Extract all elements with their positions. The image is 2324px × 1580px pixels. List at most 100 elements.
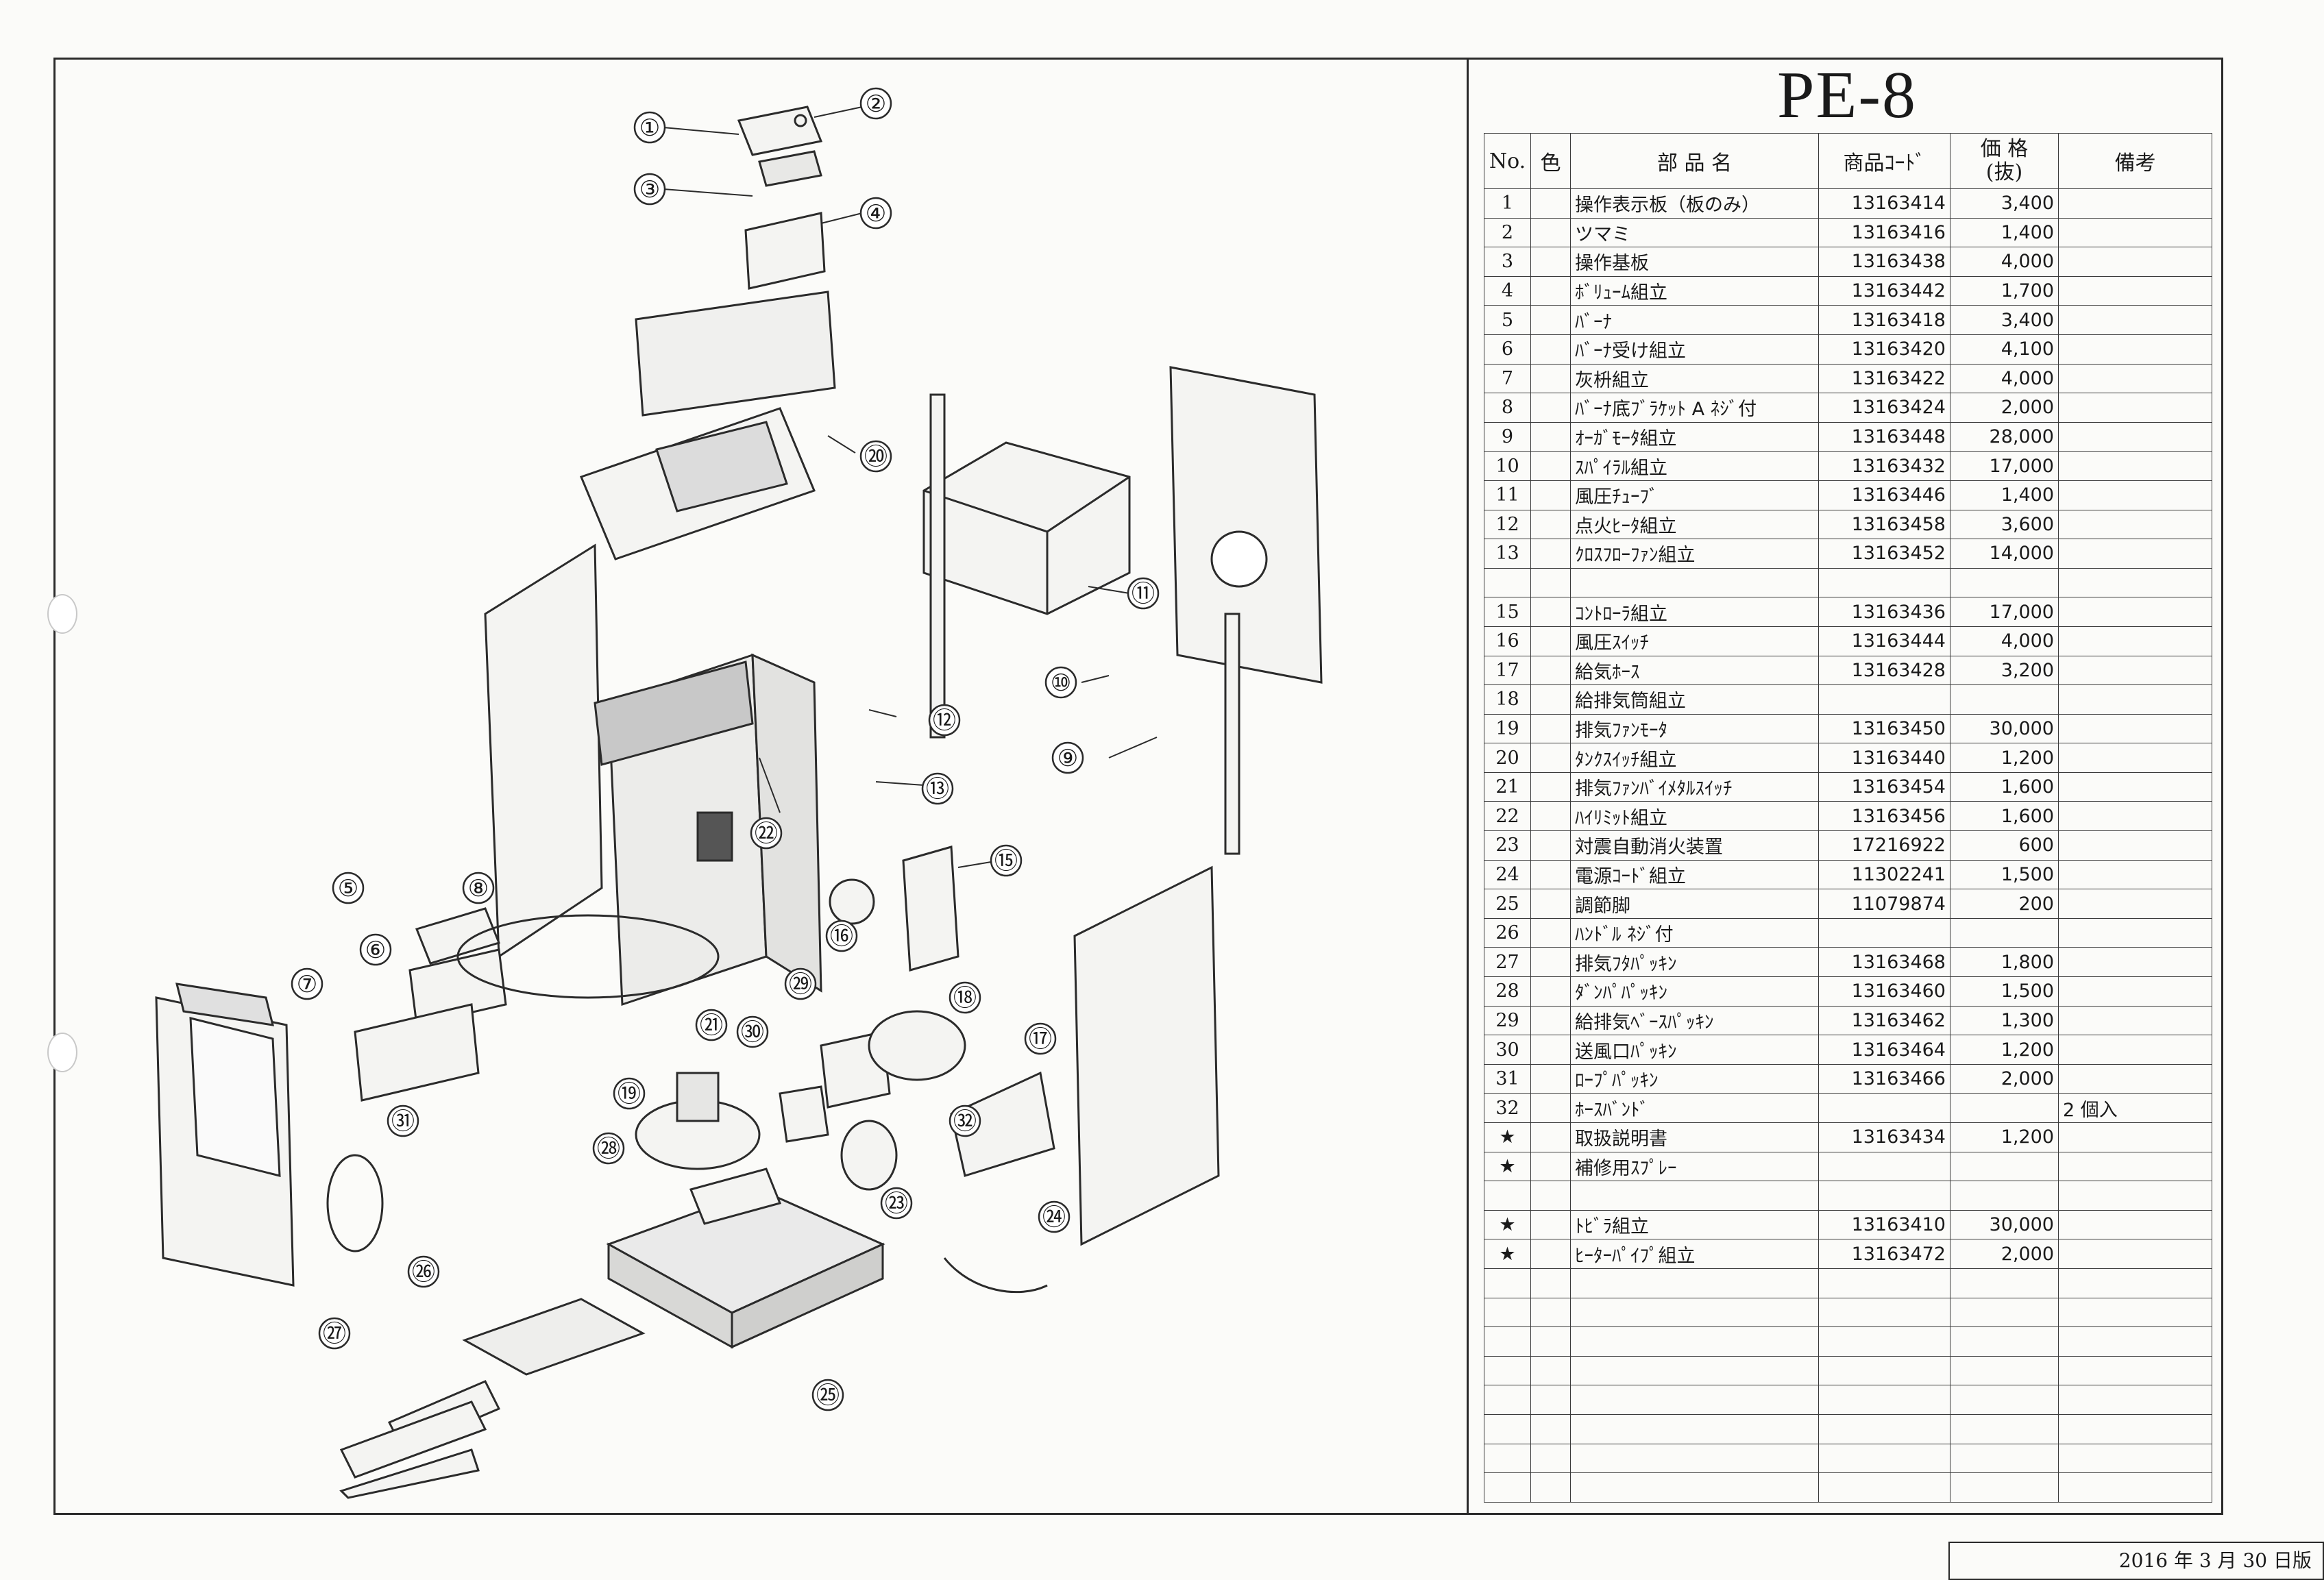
part-name: 灰枡組立: [1570, 363, 1819, 394]
price: 200: [1950, 889, 2059, 919]
product-code: 13163452: [1818, 539, 1950, 569]
part-callout: ⑫: [933, 707, 956, 735]
part-callout: ㉓: [885, 1190, 908, 1218]
color-cell: [1530, 772, 1571, 802]
product-code: [1818, 1268, 1950, 1298]
remark: [2058, 1472, 2212, 1503]
part-name: ﾊﾞｰﾅ底ﾌﾞﾗｹｯﾄ A ﾈｼﾞ付: [1570, 393, 1819, 423]
color-cell: [1530, 509, 1571, 540]
price: [1950, 1268, 2059, 1298]
part-number: [1484, 567, 1531, 598]
price: 1,400: [1950, 217, 2059, 248]
product-code: 13163424: [1818, 393, 1950, 423]
price: 4,100: [1950, 334, 2059, 365]
price: 1,600: [1950, 801, 2059, 832]
part-callout: ⑰: [1029, 1026, 1052, 1053]
part-callout: ㉚: [741, 1019, 764, 1046]
price: [1950, 1297, 2059, 1328]
price: [1950, 1093, 2059, 1123]
color-cell: [1530, 684, 1571, 715]
color-cell: [1530, 539, 1571, 569]
part-name: ｺﾝﾄﾛｰﾗ組立: [1570, 597, 1819, 627]
callout-markers: [291, 87, 1160, 1411]
part-number: 4: [1484, 275, 1531, 306]
part-number: [1484, 1181, 1531, 1211]
remark: [2058, 1209, 2212, 1240]
remark: [2058, 334, 2212, 365]
price: 14,000: [1950, 539, 2059, 569]
part-name: 点火ﾋｰﾀ組立: [1570, 509, 1819, 540]
remark: [2058, 830, 2212, 861]
color-cell: [1530, 480, 1571, 510]
price: 1,600: [1950, 772, 2059, 802]
punch-hole: [47, 594, 77, 634]
front-door-drawing: [155, 983, 295, 1287]
color-cell: [1530, 626, 1571, 656]
color-cell: [1530, 801, 1571, 832]
price: 1,200: [1950, 1122, 2059, 1152]
product-code: 13163468: [1818, 947, 1950, 978]
part-number: 30: [1484, 1035, 1531, 1065]
part-number: 16: [1484, 626, 1531, 656]
part-callout: ㉒: [755, 820, 778, 848]
remark: [2058, 1063, 2212, 1094]
product-code: 13163410: [1818, 1209, 1950, 1240]
color-cell: [1530, 451, 1571, 481]
part-number: 1: [1484, 188, 1531, 219]
price: 1,300: [1950, 1005, 2059, 1036]
color-cell: [1530, 305, 1571, 335]
product-code: 13163462: [1818, 1005, 1950, 1036]
color-cell: [1530, 1385, 1571, 1415]
color-cell: [1530, 1355, 1571, 1386]
remark: [2058, 421, 2212, 452]
price: [1950, 1414, 2059, 1444]
part-number: 22: [1484, 801, 1531, 832]
model-title: PE-8: [1777, 58, 1917, 132]
price: 17,000: [1950, 451, 2059, 481]
color-cell: [1530, 1414, 1571, 1444]
part-callout: ⑮: [994, 848, 1018, 875]
product-code: 13163466: [1818, 1063, 1950, 1094]
product-code: [1818, 917, 1950, 948]
part-number: 27: [1484, 947, 1531, 978]
product-code: [1818, 1472, 1950, 1503]
table-row: ★補修用ｽﾌﾟﾚｰ: [1484, 1151, 2212, 1182]
table-row: [1484, 1297, 2212, 1328]
remark: [2058, 567, 2212, 598]
col-header-remarks: 備考: [2058, 133, 2212, 189]
col-header-code: 商品ｺｰﾄﾞ: [1818, 133, 1950, 189]
part-number: 31: [1484, 1063, 1531, 1094]
product-code: [1818, 1093, 1950, 1123]
part-number: 11: [1484, 480, 1531, 510]
part-name: 対震自動消火装置: [1570, 830, 1819, 861]
part-name: [1570, 1297, 1819, 1328]
remark: [2058, 801, 2212, 832]
remark: [2058, 509, 2212, 540]
part-callout: ⑨: [1057, 745, 1078, 772]
part-callout: ④: [866, 200, 886, 227]
color-cell: [1530, 1122, 1571, 1152]
part-number: 6: [1484, 334, 1531, 365]
product-code: 13163440: [1818, 743, 1950, 773]
product-code: [1818, 1355, 1950, 1386]
product-code: 13163416: [1818, 217, 1950, 248]
part-number: 3: [1484, 247, 1531, 277]
price: [1950, 1355, 2059, 1386]
part-number: 17: [1484, 655, 1531, 686]
part-number: 26: [1484, 917, 1531, 948]
remark: [2058, 217, 2212, 248]
part-name: [1570, 1414, 1819, 1444]
part-callout: ⑩: [1051, 669, 1071, 697]
